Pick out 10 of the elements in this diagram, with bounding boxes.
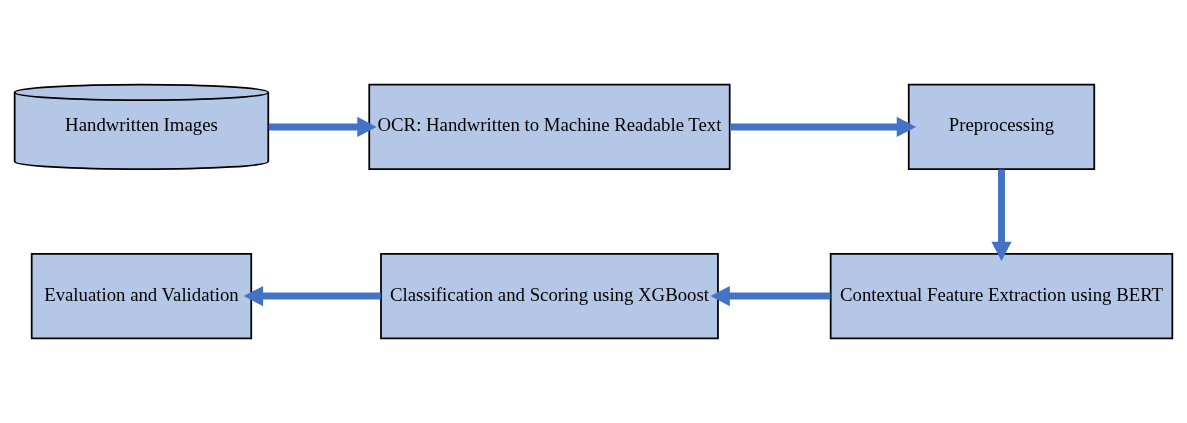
node-box: Classification and Scoring using XGBoost <box>380 252 719 340</box>
arrow <box>991 169 1012 261</box>
arrow <box>730 116 917 138</box>
node-box: Preprocessing <box>907 83 1096 171</box>
arrow <box>268 116 377 138</box>
node-box: Evaluation and Validation <box>30 252 253 340</box>
arrow <box>710 285 831 307</box>
arrow <box>243 285 381 307</box>
node-box: OCR: Handwritten to Machine Readable Text <box>368 83 731 171</box>
node-box: Contextual Feature Extraction using BERT <box>829 252 1174 340</box>
